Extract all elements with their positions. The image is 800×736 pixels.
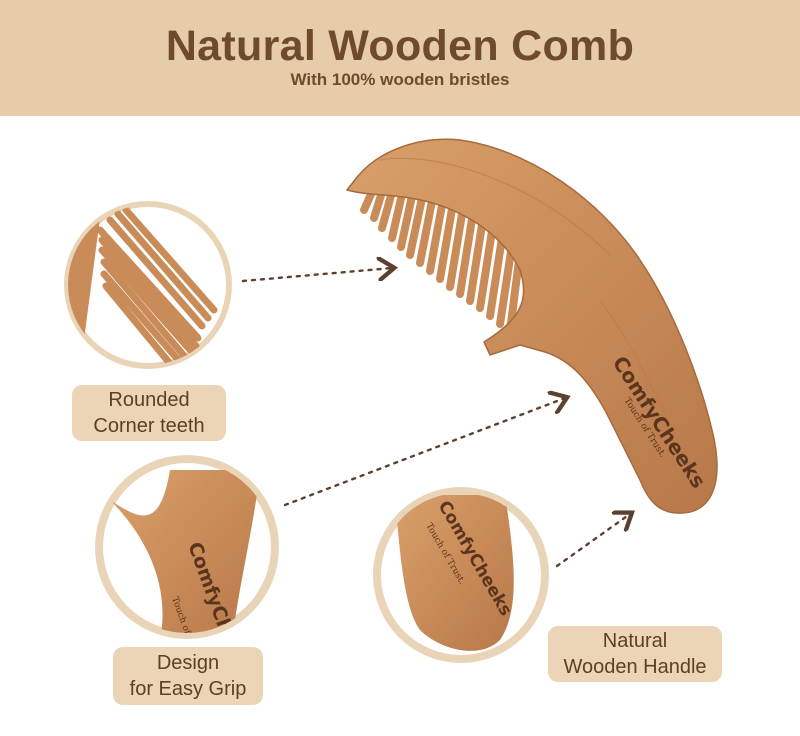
detail-circle-teeth [64, 201, 232, 369]
feature-label-line1: Design [156, 652, 220, 674]
detail-circle-grip: ComfyCheeks Touch of Trust. [95, 455, 279, 639]
arrow-grip [283, 398, 565, 507]
arrow-teeth [241, 268, 392, 283]
feature-label-line1: Rounded [108, 389, 190, 411]
feature-label-line2: for Easy Grip [129, 678, 247, 700]
feature-label-line2: Wooden Handle [563, 656, 707, 678]
feature-label-easy-grip: Design for Easy Grip [113, 647, 263, 705]
feature-label-line2: Corner teeth [93, 415, 205, 437]
feature-label-line1: Natural [602, 630, 668, 652]
feature-label-rounded-teeth: Rounded Corner teeth [72, 385, 226, 441]
page-subtitle: With 100% wooden bristles [290, 70, 510, 89]
comb-teeth [352, 182, 524, 336]
comb-spine [345, 138, 718, 514]
comb-image: ComfyCheeks Touch of Trust. [345, 138, 718, 514]
arrow-handle [555, 514, 630, 568]
detail-circle-handle: ComfyCheeks Touch of Trust. [373, 487, 549, 663]
feature-label-wooden-handle: Natural Wooden Handle [548, 626, 722, 682]
header-banner: Natural Wooden Comb With 100% wooden bri… [0, 0, 800, 116]
page-title: Natural Wooden Comb [165, 22, 635, 70]
